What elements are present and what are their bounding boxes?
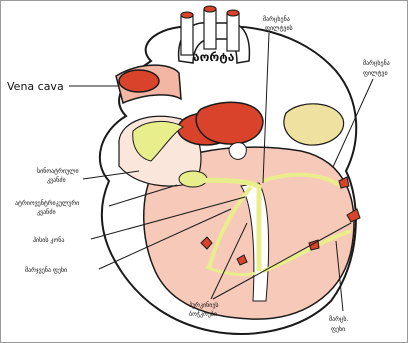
label-purkinje-line2: ბოჭკოები xyxy=(189,311,217,318)
label-vena-cava: Vena cava xyxy=(7,80,64,93)
label-av-node-line2: კვანძი xyxy=(37,209,56,216)
label-aorta: აორტა xyxy=(193,50,235,64)
pulmonary-opening xyxy=(229,143,246,160)
vena-cava-opening xyxy=(119,70,159,92)
label-right-line1: მარცხენა xyxy=(363,60,390,67)
aorta-branch-1-opening xyxy=(181,12,193,18)
label-top-right-line2: ფილტვის xyxy=(265,25,293,32)
aortic-opening-2 xyxy=(196,102,263,144)
label-his-bundle: ჰისის კონა xyxy=(33,237,64,244)
aorta-branch-1 xyxy=(181,15,193,55)
aorta-branch-3-opening xyxy=(227,10,239,16)
label-purkinje-line1: პურკინიეს xyxy=(189,302,219,309)
aorta-branch-2-opening xyxy=(204,6,216,12)
label-left-branch-line1: მარცხ. xyxy=(329,316,349,323)
label-sa-node-line1: სინოატრიული xyxy=(37,168,79,175)
label-sa-node-line2: კვანძი xyxy=(47,177,66,184)
label-av-node-line1: ატრიოვენტრიკულური xyxy=(15,200,79,207)
aorta-branch-2 xyxy=(204,9,216,49)
label-right-line2: ფილტვი xyxy=(363,70,388,77)
label-left-branch-line2: ფეხი xyxy=(331,326,345,333)
label-top-right-line1: მარცხენა xyxy=(263,16,290,23)
label-right-branch: მარჯვენა ფეხი xyxy=(25,267,67,274)
aorta-branch-3 xyxy=(227,13,239,51)
left-atrium-fat xyxy=(284,104,344,145)
